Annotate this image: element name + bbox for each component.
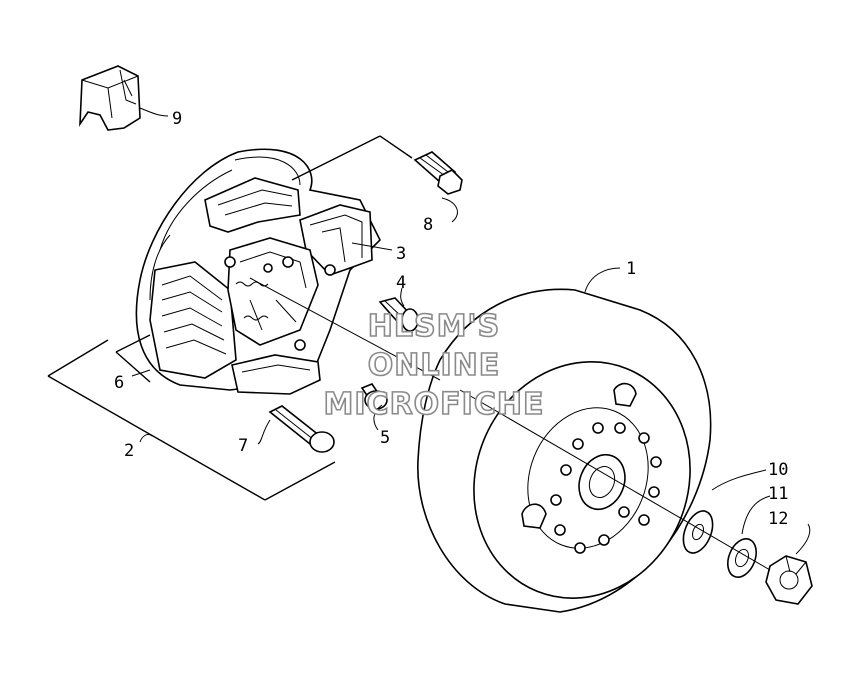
callout-3: 3 [396, 244, 406, 264]
assembly-axis-line [249, 277, 771, 571]
part-5-bolt [360, 383, 388, 410]
part-12-nut [765, 555, 813, 605]
leader-lines [131, 107, 811, 555]
watermark-line-3: MICROFICHE [324, 387, 545, 422]
callout-10: 10 [768, 460, 788, 480]
callout-labels: 1 2 3 4 5 6 7 8 9 10 11 12 [114, 109, 788, 529]
callout-7: 7 [238, 436, 248, 456]
callout-12: 12 [768, 509, 788, 529]
assembly-bracket [47, 135, 413, 501]
watermark-line-2: ONLINE [368, 348, 501, 383]
part-1-flywheel [417, 288, 712, 613]
part-10-washer [682, 510, 714, 554]
watermark: HLSM'S ONLINE MICROFICHE [323, 308, 545, 423]
part-7-bolt [268, 405, 335, 453]
callout-8: 8 [423, 215, 433, 235]
callout-9: 9 [172, 109, 182, 129]
part-9-cushion [79, 65, 141, 131]
part-8-bolt [413, 151, 463, 195]
part-11-lock-washer [727, 538, 757, 578]
callout-2: 2 [124, 441, 134, 461]
callout-5: 5 [380, 428, 390, 448]
part-4-bolt [378, 297, 419, 332]
watermark-line-1: HLSM'S [368, 309, 500, 344]
callout-4: 4 [396, 273, 406, 293]
callout-6: 6 [114, 373, 124, 393]
callout-11: 11 [768, 484, 788, 504]
part-2-clutch-assembly [135, 148, 381, 395]
callout-1: 1 [626, 259, 636, 279]
